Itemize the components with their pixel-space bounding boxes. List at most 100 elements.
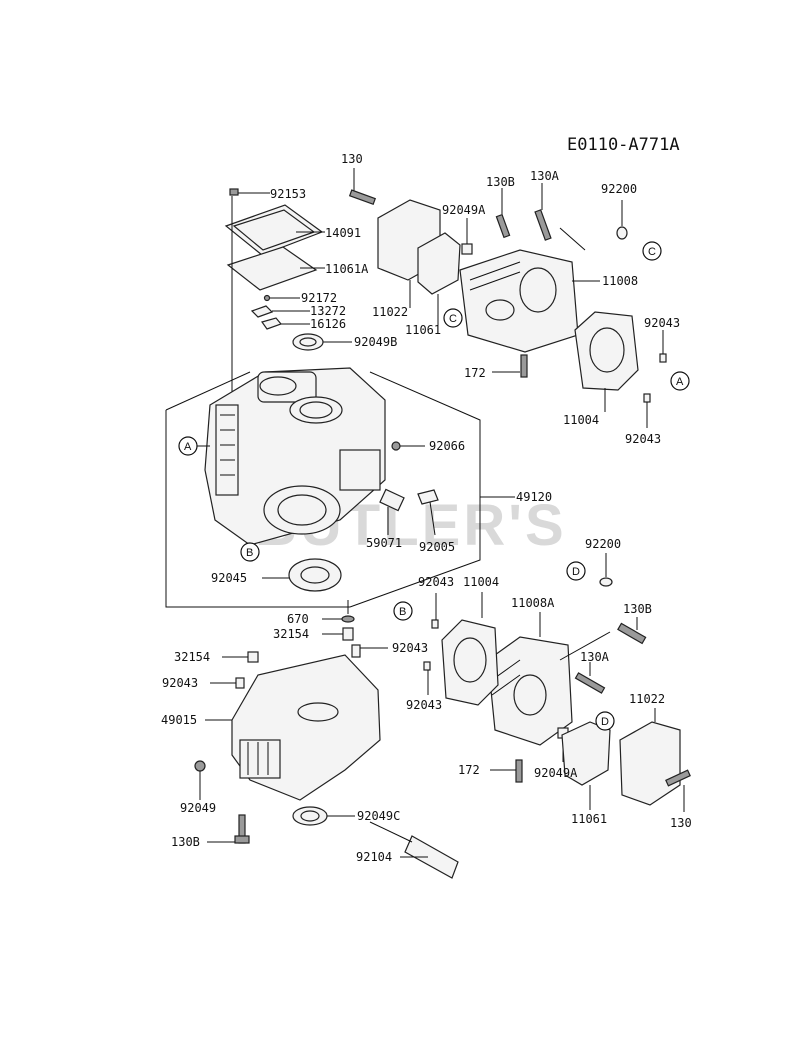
- label-11008A: 11008A: [511, 596, 555, 610]
- label-172-bottom: 172: [458, 763, 480, 777]
- gasket-11061A: [226, 246, 318, 291]
- label-92049: 92049: [180, 801, 216, 815]
- plug-92049: [194, 760, 206, 772]
- label-92043-mid: 92043: [418, 575, 454, 589]
- sealant-tube-92104: [404, 835, 459, 879]
- box-49120-left: [165, 410, 350, 608]
- label-49120: 49120: [516, 490, 552, 504]
- label-11004-top: 11004: [563, 413, 599, 427]
- gasket-11061-top: [417, 232, 461, 295]
- label-92172: 92172: [301, 291, 337, 305]
- part-32154: [342, 627, 354, 641]
- label-92043-right2: 92043: [625, 432, 661, 446]
- gasket-11061-bottom: [561, 721, 611, 786]
- bolt-130A-mid: [574, 672, 606, 694]
- stud-172-top: [520, 354, 528, 378]
- label-92043-d: 92043: [162, 676, 198, 690]
- svg-text:B: B: [399, 606, 406, 618]
- label-92049C: 92049C: [357, 809, 400, 823]
- washer-92200-top: [616, 226, 628, 240]
- label-92049A-bottom: 92049A: [534, 766, 578, 780]
- ref-marker-D-head: D: [595, 711, 615, 731]
- label-670: 670: [287, 612, 309, 626]
- label-130B-mid: 130B: [623, 602, 652, 616]
- svg-text:C: C: [449, 313, 457, 325]
- label-32154-b: 32154: [174, 650, 210, 664]
- pin-32154-left: [247, 651, 259, 663]
- label-16126: 16126: [310, 317, 346, 331]
- label-172-top: 172: [464, 366, 486, 380]
- diagram-code: E0110-A771A: [567, 135, 680, 155]
- bolt-130-bottom: [665, 769, 691, 787]
- label-32154-a: 32154: [273, 627, 309, 641]
- dowel-92043-mid: [431, 619, 439, 629]
- part-92172: [263, 294, 271, 302]
- label-92043-e: 92043: [406, 698, 442, 712]
- bolt-130A-top: [534, 209, 552, 241]
- label-92049B: 92049B: [354, 335, 397, 349]
- part-59071: [379, 488, 405, 512]
- label-11004-mid: 11004: [463, 575, 499, 589]
- ref-marker-C-head: C: [443, 308, 463, 328]
- label-92200-mid: 92200: [585, 537, 621, 551]
- part-16126: [261, 317, 283, 330]
- dowel-92043-b: [643, 393, 651, 403]
- pin-92043-left: [235, 677, 245, 689]
- label-13272: 13272: [310, 304, 346, 318]
- plug-92066: [391, 441, 401, 451]
- label-130-bottom: 130: [670, 816, 692, 830]
- label-11061-top: 11061: [405, 323, 441, 337]
- label-130A-top: 130A: [530, 169, 560, 183]
- label-11061-bottom: 11061: [571, 812, 607, 826]
- svg-text:A: A: [676, 376, 684, 388]
- svg-text:A: A: [184, 441, 192, 453]
- leaders-top-left: [231, 192, 352, 400]
- ref-marker-A-right: A: [670, 371, 690, 391]
- crankcase-49120: [204, 367, 386, 546]
- dowel-92043-e: [423, 661, 431, 671]
- label-92153: 92153: [270, 187, 306, 201]
- label-130B-bottom: 130B: [171, 835, 200, 849]
- head-assembly-11008A: [487, 636, 573, 746]
- dowel-92043-a: [659, 353, 667, 363]
- label-59071: 59071: [366, 536, 402, 550]
- part-92005: [417, 489, 439, 505]
- stud-172-bottom: [515, 759, 523, 783]
- part-labels: 130 92153 130B 130A 92200 92049A 14091 1…: [161, 152, 692, 864]
- label-92200-top: 92200: [601, 182, 637, 196]
- part-13272: [250, 305, 274, 318]
- plug-92049A-top: [461, 243, 473, 255]
- ref-marker-D-mid: D: [566, 561, 586, 581]
- box-49120-right: [349, 371, 481, 608]
- label-92049A-top: 92049A: [442, 203, 486, 217]
- svg-text:D: D: [572, 566, 580, 578]
- pin-92043-center: [351, 644, 361, 658]
- top-cover-group: [224, 188, 324, 351]
- label-11008: 11008: [602, 274, 638, 288]
- label-92005: 92005: [419, 540, 455, 554]
- label-92043-c: 92043: [392, 641, 428, 655]
- label-130: 130: [341, 152, 363, 166]
- label-92066: 92066: [429, 439, 465, 453]
- bolt-92153: [229, 188, 239, 196]
- valve-cover-11022-bottom: [619, 721, 681, 806]
- ref-marker-C-right: C: [642, 241, 662, 261]
- ref-marker-B-left: B: [240, 542, 260, 562]
- part-670: [341, 615, 355, 623]
- label-130A-mid: 130A: [580, 650, 610, 664]
- crankcase-bottom-49015: [231, 654, 381, 801]
- seal-92049B-inner: [299, 337, 317, 347]
- bolt-130B-mid: [617, 622, 647, 645]
- head-assembly-11008: [459, 249, 579, 353]
- label-92104: 92104: [356, 850, 392, 864]
- label-92043-right: 92043: [644, 316, 680, 330]
- washer-92200-mid: [599, 577, 613, 587]
- ref-marker-A-left: A: [178, 436, 198, 456]
- label-11022-top: 11022: [372, 305, 408, 319]
- box-49120-top-left: [165, 371, 251, 411]
- bolt-130B-top: [495, 213, 511, 239]
- svg-text:D: D: [601, 716, 609, 728]
- label-11061A: 11061A: [325, 262, 369, 276]
- ref-marker-B-mid: B: [393, 601, 413, 621]
